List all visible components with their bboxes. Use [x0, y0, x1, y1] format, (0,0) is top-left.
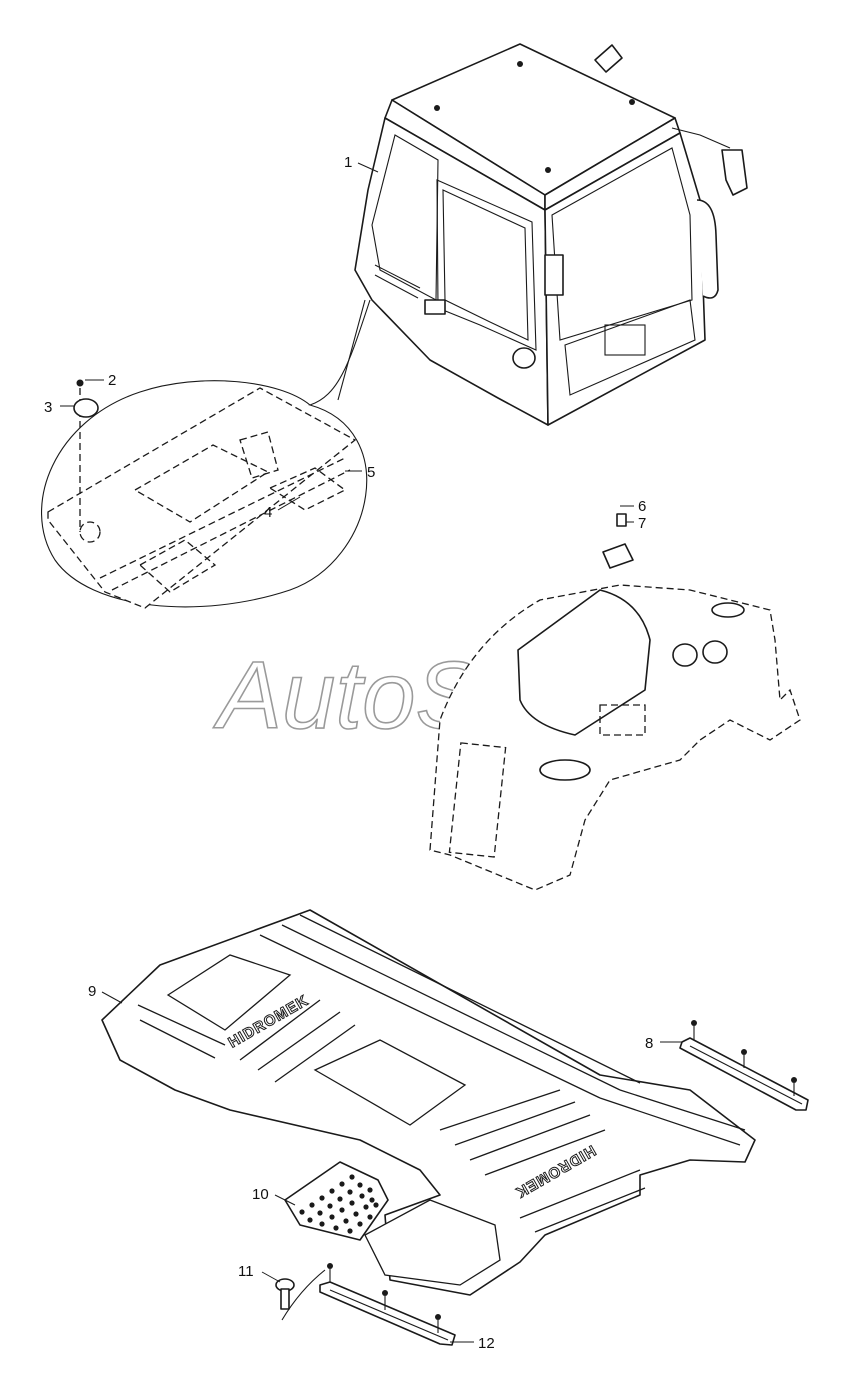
cab-vent-line-2	[374, 274, 419, 299]
bolt-shank	[280, 1288, 290, 1310]
grille-holes	[299, 1174, 379, 1234]
cab-access-panel	[604, 324, 646, 356]
floor-cover-small	[239, 431, 279, 479]
callout-4: 4	[264, 504, 272, 521]
callout-11: 11	[238, 1263, 254, 1280]
console-dial-2	[702, 640, 728, 664]
cab-side-window	[551, 147, 693, 341]
trim-screw-icon	[435, 1314, 441, 1320]
floor-mat: HIDROMEK HIDROMEK	[101, 909, 756, 1296]
bolt-part	[275, 1278, 295, 1310]
console-assembly	[429, 513, 801, 891]
detail-bubble	[41, 299, 371, 609]
callout-5: 5	[367, 464, 375, 481]
roof-bracket	[594, 44, 623, 73]
trim-screw-icon	[327, 1263, 333, 1269]
console-dial-1	[672, 643, 698, 667]
callout-10: 10	[252, 1186, 269, 1203]
cab-door-frame	[436, 179, 537, 351]
cab-front-window	[371, 134, 439, 301]
callout-3: 3	[44, 399, 52, 416]
floor-opening	[133, 444, 270, 523]
floor-seam-1	[99, 457, 346, 579]
trim-screw-icon	[691, 1020, 697, 1026]
callout-2: 2	[108, 372, 116, 389]
trim-screw-icon	[741, 1049, 747, 1055]
callout-6: 6	[638, 498, 646, 515]
cab-handle	[544, 254, 564, 296]
floor-cover-lower	[138, 539, 217, 593]
mat-grooves-right	[439, 1089, 646, 1233]
callout-7: 7	[638, 515, 646, 532]
floor-hole	[79, 521, 101, 543]
floor-seam-2	[111, 469, 351, 591]
plug-set	[73, 379, 99, 418]
console-cup	[711, 602, 745, 618]
trim-screw-icon	[791, 1077, 797, 1083]
cab-door-window	[442, 189, 529, 341]
detail-bubble-outline	[41, 299, 371, 608]
callout-8: 8	[645, 1035, 653, 1052]
console-cowling	[517, 589, 651, 736]
cab-vent-line-1	[374, 264, 421, 289]
floor-grille	[284, 1161, 389, 1241]
mirror-arm	[671, 127, 731, 149]
cab-latch	[512, 347, 536, 369]
mirror-icon	[721, 149, 748, 196]
cab-hinge	[424, 299, 446, 315]
callout-9: 9	[88, 983, 96, 1000]
console-panel-slot	[448, 742, 507, 858]
cab-assembly	[354, 43, 748, 426]
callout-1: 1	[344, 154, 352, 171]
cab-lower-panel	[564, 299, 696, 396]
screw-pointer	[281, 1269, 326, 1321]
mat-grooves-left	[137, 999, 356, 1083]
floor-cover-4	[268, 467, 347, 511]
floor-panel	[47, 387, 357, 609]
screw-icon	[76, 379, 84, 387]
trim-screw-icon	[382, 1290, 388, 1296]
leader-lines	[60, 162, 682, 1343]
mat-grooves-top	[259, 914, 746, 1146]
switch-cover	[602, 543, 634, 569]
roof-bolts	[434, 61, 635, 173]
trim-strip-lower	[281, 1263, 456, 1346]
mat-lower-panel	[364, 1199, 501, 1286]
callout-12: 12	[478, 1335, 495, 1352]
rocker-switch-icon	[616, 513, 627, 527]
mat-center-panel	[313, 1039, 467, 1126]
mat-window-1	[166, 954, 292, 1031]
grab-handle	[696, 199, 719, 299]
console-cupholder	[539, 759, 591, 781]
console-switch-panel	[599, 704, 646, 736]
plug-cover-icon	[73, 398, 99, 418]
detail-pointer-a	[337, 299, 366, 401]
trim-strip-right	[679, 1020, 809, 1111]
